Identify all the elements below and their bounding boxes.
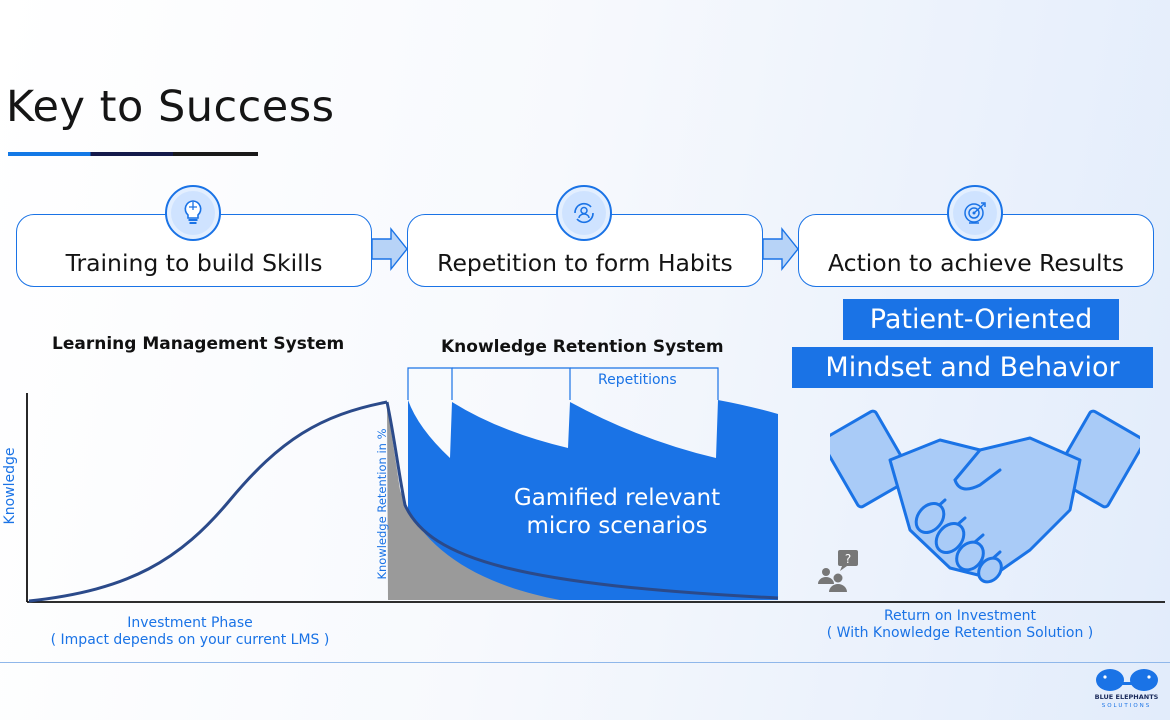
repetitions-label: Repetitions [598,372,677,388]
repeat-user-icon [556,185,612,241]
page-title: Key to Success [6,82,335,132]
repetitions-bracket [407,367,719,400]
investment-phase-label: Investment Phase [127,615,253,631]
retention-curve [385,401,779,600]
investment-impact-note: ( Impact depends on your current LMS ) [50,632,330,648]
decay-area [387,403,560,600]
knowledge-chart [26,367,1165,603]
gamified-line2: micro scenarios [526,513,708,539]
gamified-line1: Gamified relevant [513,485,721,511]
patient-oriented-tag: Patient-Oriented [843,299,1119,340]
mindset-behavior-tag: Mindset and Behavior [792,347,1153,388]
arrow-right-icon [762,227,799,271]
step-repetition-label: Repetition to form Habits [437,249,733,277]
knowledge-axis-label: Knowledge [2,447,18,525]
logo-name: BLUE ELEPHANTS [1094,693,1159,701]
handshake-icon [830,409,1140,584]
footer-divider [0,662,1170,663]
learning-curve [28,400,388,603]
step-training-label: Training to build Skills [65,249,323,277]
krs-label: Knowledge Retention System [441,337,724,357]
lightbulb-icon [165,185,221,241]
svg-text:?: ? [845,552,851,566]
step-action-label: Action to achieve Results [827,249,1125,277]
arrow-right-icon [371,227,408,271]
retention-axis-label: Knowledge Retention in % [375,428,389,580]
roi-note: ( With Knowledge Retention Solution ) [826,625,1094,641]
logo-subtitle: SOLUTIONS [1101,703,1152,709]
step-action: Action to achieve Results [798,214,1154,287]
title-underline [8,152,258,156]
lms-label: Learning Management System [52,334,345,354]
elephant-logo-icon [1096,669,1158,691]
people-question-icon: ? [818,550,858,592]
roi-label: Return on Investment [883,608,1037,624]
target-icon [947,185,1003,241]
retention-area [408,400,778,600]
